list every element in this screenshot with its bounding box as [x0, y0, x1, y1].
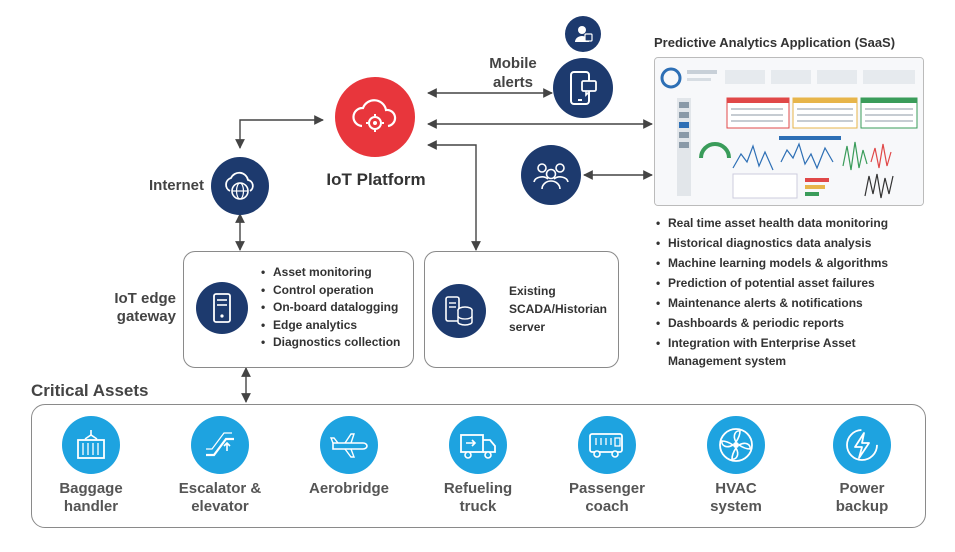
- mobile-alerts-label: Mobile alerts: [474, 54, 552, 92]
- gateway-label: IoT edge gateway: [92, 290, 176, 326]
- asset-name-line1: Passenger: [569, 480, 645, 497]
- asset-name-line2: coach: [585, 498, 629, 515]
- asset-name-line2: handler: [63, 498, 119, 515]
- asset-icon-circle: [707, 416, 765, 474]
- gateway-icon-circle: [196, 282, 248, 334]
- airplane-icon: [329, 433, 368, 458]
- gateway-box: Asset monitoring Control operation On-bo…: [183, 251, 414, 368]
- dashboard-screenshot: [654, 57, 924, 206]
- asset-name-line2: backup: [835, 498, 889, 515]
- asset-name-line2: system: [710, 498, 762, 515]
- user-node: [565, 16, 601, 52]
- asset-icon-circle: [191, 416, 249, 474]
- gateway-feature: On-board datalogging: [261, 299, 411, 317]
- scada-icon-circle: [432, 284, 486, 338]
- asset-power-backup: Power backup: [807, 416, 917, 516]
- internet-label: Internet: [148, 177, 204, 194]
- scada-line2: SCADA/Historian: [509, 302, 608, 316]
- gateway-feature: Control operation: [261, 282, 411, 300]
- asset-icon-circle: [320, 416, 378, 474]
- team-node: [521, 145, 581, 205]
- asset-name: HVAC system: [681, 480, 791, 516]
- asset-name: Escalator & elevator: [165, 480, 275, 516]
- gateway-feature-list: Asset monitoring Control operation On-bo…: [261, 264, 411, 352]
- smartphone-icon: [570, 71, 597, 105]
- saas-feature: Dashboards & periodic reports: [656, 315, 896, 333]
- iot-platform-node: [335, 77, 415, 157]
- iot-platform-label: IoT Platform: [326, 170, 426, 189]
- lightning-icon: [846, 429, 878, 461]
- asset-escalator-elevator: Escalator & elevator: [165, 416, 275, 516]
- mobile-node: [553, 58, 613, 118]
- bus-icon: [589, 433, 623, 458]
- saas-feature-list: Real time asset health data monitoring H…: [656, 215, 896, 370]
- dashboard-thumbnail: [655, 58, 923, 205]
- asset-name-line1: HVAC: [715, 480, 757, 497]
- saas-title: Predictive Analytics Application (SaaS): [654, 35, 896, 50]
- asset-name-line1: Baggage: [59, 480, 123, 497]
- user-shield-icon: [575, 26, 593, 42]
- scada-line1: Existing: [509, 284, 556, 298]
- scada-label: Existing SCADA/Historian server: [509, 282, 614, 336]
- asset-name: Refueling truck: [423, 480, 533, 516]
- asset-name: Power backup: [807, 480, 917, 516]
- escalator-icon: [206, 432, 234, 457]
- asset-icon-circle: [62, 416, 120, 474]
- mobile-label-line2: alerts: [492, 74, 534, 91]
- critical-assets-title: Critical Assets: [31, 381, 149, 400]
- saas-feature: Maintenance alerts & notifications: [656, 295, 896, 313]
- saas-feature: Historical diagnostics data analysis: [656, 235, 896, 253]
- database-icon: [445, 296, 473, 326]
- asset-refueling-truck: Refueling truck: [423, 416, 533, 516]
- asset-hvac-system: HVAC system: [681, 416, 791, 516]
- gateway-feature: Asset monitoring: [261, 264, 411, 282]
- asset-name-line1: Power: [839, 480, 885, 497]
- saas-feature: Real time asset health data monitoring: [656, 215, 896, 233]
- team-icon: [533, 163, 569, 190]
- asset-name: Aerobridge: [294, 480, 404, 498]
- container-icon: [77, 430, 105, 459]
- asset-name: Passenger coach: [552, 480, 662, 516]
- saas-feature: Integration with Enterprise Asset Manage…: [656, 335, 896, 370]
- asset-name-line1: Escalator &: [178, 480, 262, 497]
- gateway-label-line2: gateway: [116, 308, 176, 325]
- saas-feature: Prediction of potential asset failures: [656, 275, 896, 293]
- asset-icon-circle: [833, 416, 891, 474]
- asset-name-line2: elevator: [191, 498, 249, 515]
- gateway-feature: Diagnostics collection: [261, 334, 411, 352]
- scada-box: Existing SCADA/Historian server: [424, 251, 619, 368]
- internet-node: [211, 157, 269, 215]
- asset-baggage-handler: Baggage handler: [36, 416, 146, 516]
- asset-aerobridge: Aerobridge: [294, 416, 404, 498]
- asset-name: Baggage handler: [36, 480, 146, 516]
- server-icon: [213, 293, 231, 323]
- asset-name-line1: Refueling: [443, 480, 513, 497]
- asset-icon-circle: [578, 416, 636, 474]
- mobile-label-line1: Mobile: [489, 55, 537, 72]
- scada-line3: server: [509, 320, 546, 334]
- truck-icon: [460, 434, 496, 459]
- cloud-globe-icon: [225, 171, 254, 200]
- saas-feature: Machine learning models & algorithms: [656, 255, 896, 273]
- gateway-label-line1: IoT edge: [114, 290, 176, 307]
- fan-icon: [719, 428, 753, 462]
- asset-passenger-coach: Passenger coach: [552, 416, 662, 516]
- asset-icon-circle: [449, 416, 507, 474]
- asset-name-line1: Aerobridge: [308, 480, 389, 497]
- cloud-gear-icon: [352, 99, 397, 132]
- gateway-feature: Edge analytics: [261, 317, 411, 335]
- asset-name-line2: truck: [459, 498, 497, 515]
